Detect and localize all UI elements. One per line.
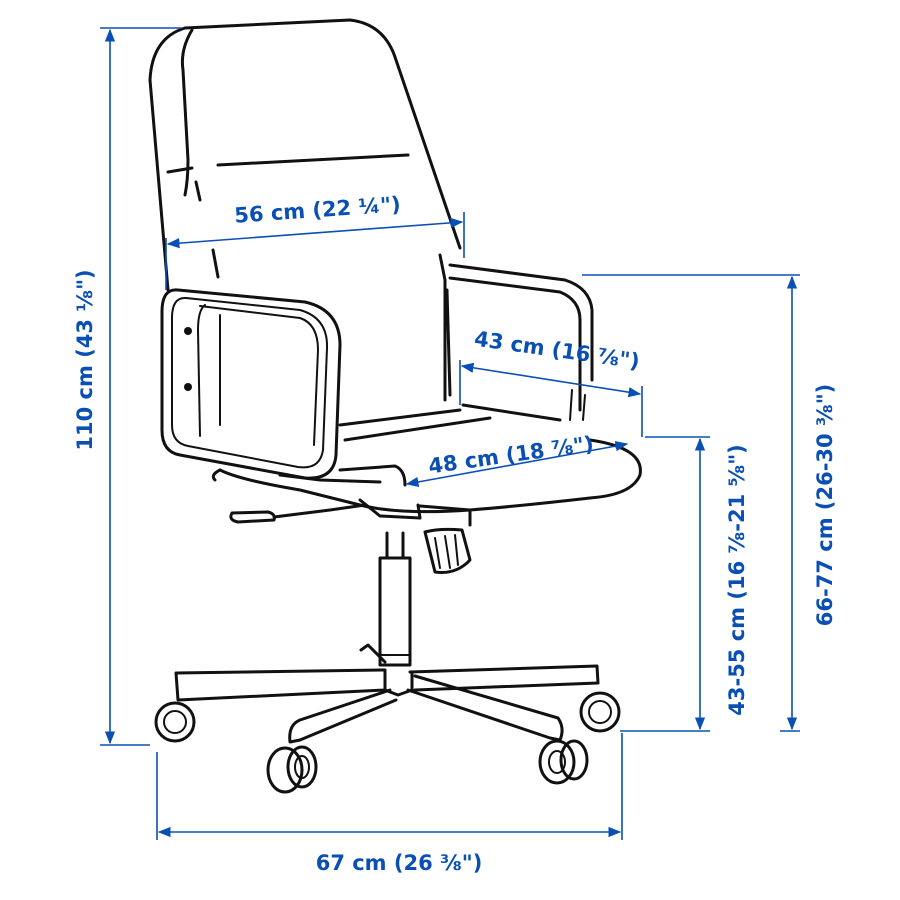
castor-front-left [266, 745, 318, 794]
label-armrest-height: 66-77 cm (26-30 ⅜") [813, 384, 837, 626]
label-seat-height: 43-55 cm (16 ⅞-21 ⅝") [725, 444, 749, 716]
label-seat-width: 43 cm (16 ⅞") [473, 327, 641, 374]
seat-mechanism [229, 498, 472, 574]
dimension-total-height: 110 cm (43 ⅛") [73, 27, 182, 746]
chair-drawing [148, 18, 642, 794]
castor-right [579, 691, 621, 733]
castor-left [154, 701, 196, 743]
dimension-backrest-width: 56 cm (22 ¼") [165, 192, 465, 290]
label-total-height: 110 cm (43 ⅛") [73, 269, 97, 450]
backrest [148, 18, 462, 402]
castor-front-right [538, 739, 589, 785]
label-backrest-width: 56 cm (22 ¼") [234, 192, 402, 228]
label-base-width: 67 cm (26 ⅜") [316, 851, 483, 875]
label-seat-depth: 48 cm (18 ⅞") [427, 432, 595, 479]
dimension-base-width: 67 cm (26 ⅜") [156, 733, 623, 875]
dimension-seat-width: 43 cm (16 ⅞") [459, 327, 643, 437]
gas-cylinder [378, 531, 412, 667]
dimension-armrest-height: 66-77 cm (26-30 ⅜") [582, 274, 837, 732]
star-base [174, 643, 600, 744]
left-armrest [160, 288, 342, 480]
castors [154, 691, 621, 794]
seat [211, 408, 642, 514]
dimension-seat-height: 43-55 cm (16 ⅞-21 ⅝") [620, 436, 749, 732]
